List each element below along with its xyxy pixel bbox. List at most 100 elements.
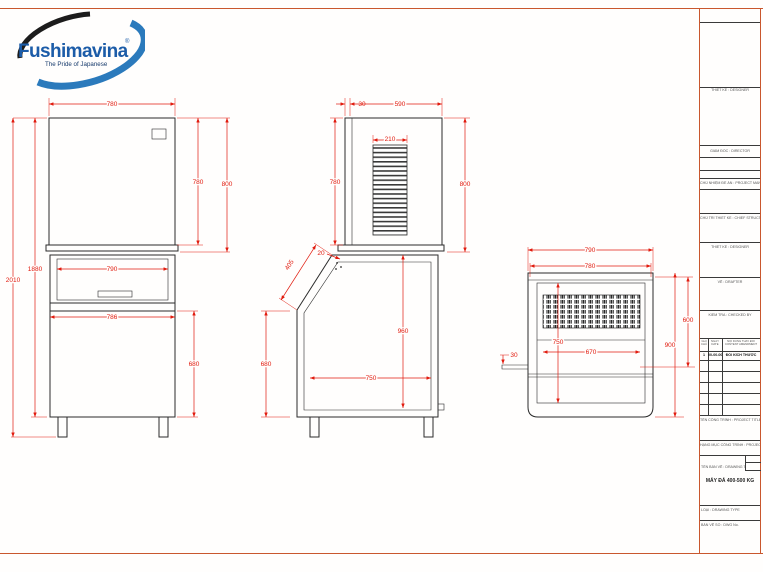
tb-project-item-label: HẠNG MỤC CÔNG TRÌNH : PROJECT ITEM	[700, 443, 760, 447]
dim-front-bin-height: 680	[189, 361, 200, 368]
dim-rear-body-width: 780	[585, 263, 596, 270]
tb-rev-table-bottom	[700, 415, 760, 416]
tb-line	[700, 371, 760, 372]
front-leg-right	[158, 416, 169, 438]
tb-rev-table-top	[700, 338, 760, 339]
dim-rear-pipe-offset: 30	[510, 352, 518, 359]
tb-director-label: GIÁM ĐỐC : DIRECTOR	[710, 149, 750, 153]
tb-rev-col-content: NỘI DUNG THAY ĐỔI CONTENT AMENDMENT	[724, 340, 758, 346]
side-head-base	[337, 244, 445, 252]
dim-rear-inner-width: 670	[586, 349, 597, 356]
tb-line	[700, 87, 760, 88]
tb-line	[700, 310, 760, 311]
tb-rev-col-note: GHI CHÚ	[700, 340, 708, 346]
dim-side-head-height: 780	[330, 179, 341, 186]
tb-rev-col-divider	[708, 338, 709, 415]
side-vent-louver	[372, 144, 408, 236]
dim-side-gap: 20	[317, 250, 325, 257]
front-bin-top-band	[49, 302, 176, 312]
tb-line	[700, 382, 760, 383]
tb-chief-design-label: CHỦ TRÌ THIẾT KẾ : CHIEF STRUCTURAL DESI…	[700, 216, 760, 220]
rear-view: 790 780 600 900 750 670 30	[500, 246, 695, 418]
tb-line	[700, 505, 760, 506]
front-leg-left	[57, 416, 68, 438]
title-block: THIẾT KẾ : DESIGNER GIÁM ĐỐC : DIRECTOR …	[700, 8, 761, 553]
tb-rev1-no: 1	[703, 353, 705, 357]
dim-side-outer-height: 800	[460, 181, 471, 188]
tb-drafter-label: VẼ : DRAFTER	[717, 280, 743, 284]
logo-swoosh-black	[17, 11, 91, 59]
title-block-border-left	[699, 8, 700, 554]
dim-front-width-top: 780	[107, 101, 118, 108]
dim-front-mid-width: 790	[107, 266, 118, 273]
front-door-handle	[97, 290, 133, 298]
tb-rev1-date: 00-00-00	[708, 353, 722, 357]
side-leg-front	[309, 416, 320, 438]
logo-registered-mark: ®	[125, 38, 130, 45]
logo-name: Fushimavina	[18, 41, 129, 62]
tb-line	[700, 404, 760, 405]
dim-front-total-height: 2010	[6, 277, 21, 284]
tb-line	[700, 393, 760, 394]
side-bin-lining	[303, 261, 432, 411]
dim-front-body-height: 1880	[28, 266, 43, 273]
tb-drawing-title-label: TÊN BẢN VẼ : DRAWING TITLE	[701, 465, 746, 469]
tb-line	[700, 213, 760, 214]
dim-front-head-height: 780	[193, 179, 204, 186]
dim-side-vent-width: 210	[385, 136, 396, 143]
tb-line	[700, 157, 760, 158]
front-dispenser-outer	[49, 254, 176, 304]
tb-rev-col-date: NGÀY DATE	[711, 340, 719, 346]
tb-line	[700, 277, 760, 278]
tb-designer-label: THIẾT KẾ : DESIGNER	[711, 245, 749, 249]
tb-line	[700, 360, 760, 361]
tb-line	[700, 520, 760, 521]
tb-drawing-title: MÁY ĐÁ 400-500 KG	[705, 478, 755, 484]
sheet-border-bottom	[0, 553, 763, 554]
rear-condenser-grille	[542, 294, 641, 329]
side-bin-outline	[296, 254, 439, 418]
rear-inner-panel	[536, 282, 646, 404]
logo-tagline: The Pride of Japanese	[45, 61, 108, 68]
side-view: 30 590 210 780 800 20 405 680 960 750	[259, 98, 472, 438]
dim-side-inner-height: 960	[398, 328, 409, 335]
rear-drain-pipe	[501, 364, 528, 370]
tb-number-label: BẢN VẼ SỐ : DWG No.	[701, 523, 739, 527]
dim-front-head-outer-height: 800	[222, 181, 233, 188]
front-head-base	[45, 244, 179, 252]
dim-rear-condenser-height: 600	[683, 317, 694, 324]
tb-line	[700, 440, 760, 441]
dim-rear-body-height: 900	[665, 342, 676, 349]
brand-logo: Fushimavina ® The Pride of Japanese	[17, 11, 145, 90]
logo-swoosh-blue	[36, 19, 145, 90]
tb-scale-box	[745, 455, 761, 471]
tb-line	[700, 170, 760, 171]
dim-side-inner-depth: 750	[366, 375, 377, 382]
dim-side-top-offset: 30	[358, 101, 366, 108]
dim-rear-inner-height: 750	[553, 339, 564, 346]
tb-project-manager-label: CHỦ NHIỆM ĐỀ ÁN : PROJECT MANAGER	[700, 181, 760, 185]
front-view: 780 2010 1880 780 800 790 786 680	[4, 98, 234, 438]
dim-front-low-width: 786	[107, 314, 118, 321]
dim-rear-top-width: 790	[585, 247, 596, 254]
front-head-cabinet	[48, 117, 176, 246]
sheet-border-top	[0, 8, 763, 9]
tb-approve1-label: THIẾT KẾ : DESIGNER	[711, 88, 749, 92]
tb-line	[700, 189, 760, 190]
rear-body-outline	[527, 272, 654, 418]
side-drain-tab	[437, 403, 445, 411]
dim-side-top-width: 590	[395, 101, 406, 108]
sheet-border-right	[760, 8, 761, 554]
front-dispenser-inner	[56, 258, 169, 301]
tb-rev-col-divider	[722, 338, 723, 415]
dim-side-bin-height: 680	[261, 361, 272, 368]
tb-type-label: LOẠI : DRAWING TYPE	[701, 508, 740, 512]
front-control-panel	[151, 128, 167, 140]
dim-side-slope-length: 405	[284, 258, 296, 271]
tb-line	[700, 242, 760, 243]
tb-line	[700, 178, 760, 179]
tb-line	[700, 145, 760, 146]
tb-project-title-label: TÊN CÔNG TRÌNH : PROJECT TITLE	[700, 418, 760, 422]
